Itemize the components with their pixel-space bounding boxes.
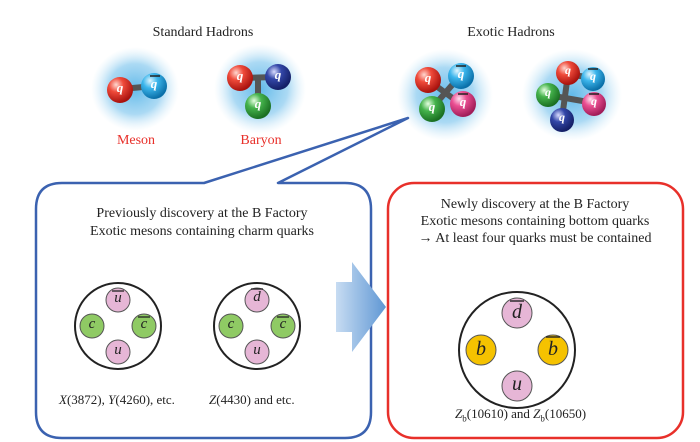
quark-disc-bottom — [244, 339, 270, 365]
quark-letter-left: c — [88, 316, 96, 332]
caption-zb-2-mass: (10650) — [544, 406, 587, 421]
quark-letter: q — [254, 96, 262, 111]
antiquark-blue — [581, 67, 605, 91]
left-panel-line-2: Exotic mesons containing charm quarks — [90, 224, 314, 239]
right-panel-line-1: Newly discovery at the B Factory — [440, 197, 630, 212]
bottom-state-circle — [458, 291, 576, 409]
quark-red — [556, 61, 580, 85]
quark-disc-top — [105, 287, 131, 313]
quark-letter-top: d — [512, 301, 522, 323]
right-panel-line-3: → At least four quarks must be contained — [418, 231, 652, 246]
caption-x-mass: (3872), — [66, 392, 109, 407]
quark-letter-right: c — [279, 316, 287, 332]
quark-letter-bottom: u — [512, 373, 522, 395]
bottom-states-caption: Zb(10610) and Zb(10650) — [455, 406, 586, 424]
antiquark-blue — [141, 73, 167, 99]
quark-letter: q — [459, 94, 467, 109]
caption-z-mass: (4430) and etc. — [216, 392, 295, 407]
charm-state-circle-2 — [213, 282, 301, 370]
quark-letter: q — [559, 110, 565, 124]
quark-disc-right — [131, 313, 157, 339]
quark-letter: q — [457, 66, 465, 81]
meson-label: Meson — [116, 133, 156, 148]
quark-letter: q — [428, 99, 436, 114]
quark-letter: q — [424, 70, 432, 85]
quark-green — [536, 83, 560, 107]
left-panel-line-1: Previously discovery at the B Factory — [96, 206, 308, 221]
quark-letter: q — [591, 94, 597, 108]
caption-zb-1-mass: (10610) and — [466, 406, 534, 421]
quark-disc-right — [537, 334, 569, 366]
quark-navy — [265, 64, 291, 90]
quark-green — [419, 96, 445, 122]
quark-letter-right: b — [548, 338, 558, 360]
exotic-hadrons-title: Exotic Hadrons — [467, 25, 555, 40]
quark-letter-right: c — [140, 316, 148, 332]
caption-z: Z — [209, 392, 217, 407]
quark-letter-left: b — [476, 338, 486, 360]
quark-letter: q — [565, 63, 571, 77]
caption-sub-1: b — [462, 413, 467, 424]
transition-arrow — [336, 262, 386, 352]
charm-states-caption-1: X(3872), Y(4260), etc. — [59, 392, 175, 408]
quark-disc-left — [79, 313, 105, 339]
quark-letter-top: d — [253, 289, 261, 305]
quark-letter-bottom: u — [253, 342, 261, 358]
caption-y-mass: (4260), etc. — [115, 392, 175, 407]
quark-disc-left — [218, 313, 244, 339]
quark-letter-bottom: u — [114, 342, 122, 358]
quark-red — [107, 77, 133, 103]
right-panel-line-2: Exotic mesons containing bottom quarks — [420, 214, 650, 229]
charm-states-caption-2: Z(4430) and etc. — [209, 392, 295, 408]
quark-letter: q — [150, 76, 158, 91]
quark-disc-top — [501, 297, 533, 329]
quark-disc-bottom — [501, 370, 533, 402]
quark-disc-top — [244, 287, 270, 313]
charm-state-circle-1 — [74, 282, 162, 370]
quark-letter: q — [116, 80, 124, 95]
antiquark-blue — [448, 63, 474, 89]
quark-navy — [550, 108, 574, 132]
quark-disc-right — [270, 313, 296, 339]
quark-disc-bottom — [105, 339, 131, 365]
quark-letter: q — [545, 85, 551, 99]
baryon-label: Baryon — [240, 133, 282, 148]
standard-hadrons-title: Standard Hadrons — [152, 25, 254, 40]
quark-green — [245, 93, 271, 119]
caption-sub-2: b — [540, 413, 545, 424]
quark-letter: q — [274, 67, 282, 82]
caption-zb-2: Z — [533, 406, 541, 421]
quark-letter: q — [236, 68, 244, 83]
caption-x: X — [59, 392, 67, 407]
caption-zb-1: Z — [455, 406, 463, 421]
quark-letter-top: u — [114, 290, 122, 306]
quark-red — [227, 65, 253, 91]
caption-y: Y — [108, 392, 116, 407]
quark-letter-left: c — [227, 316, 235, 332]
quark-disc-left — [465, 334, 497, 366]
antiquark-pink — [582, 92, 606, 116]
quark-letter: q — [590, 69, 596, 83]
quark-red — [415, 67, 441, 93]
antiquark-pink — [450, 91, 476, 117]
